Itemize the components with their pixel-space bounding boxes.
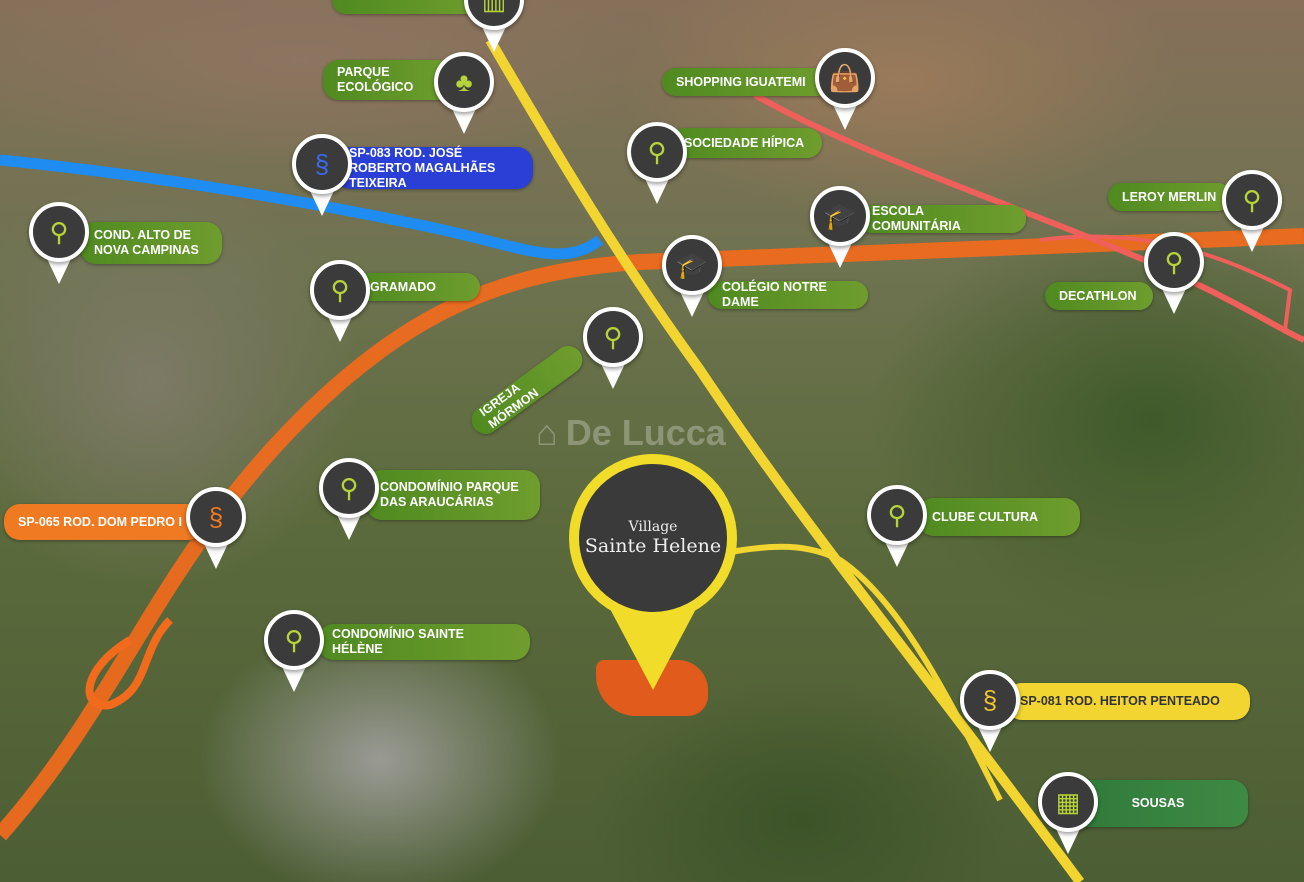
house-icon: ⌂ <box>536 412 558 453</box>
road-sp081 <box>485 37 1085 882</box>
label-decathlon[interactable]: DECATHLON <box>1045 282 1153 310</box>
watermark: ⌂De Lucca <box>536 412 726 454</box>
label-sp081[interactable]: SP-081 ROD. HEITOR PENTEADO <box>1006 683 1250 720</box>
location-icon: ⚲ <box>603 321 623 352</box>
label-cond-alto-nova-campinas[interactable]: COND. ALTO DE NOVA CAMPINAS <box>80 222 222 264</box>
label-sousas[interactable]: SOUSAS <box>1068 780 1248 827</box>
label-parque-ecologico[interactable]: PARQUE ECOLÓGICO <box>323 60 453 100</box>
label-condominio-sainte-helene[interactable]: CONDOMÍNIO SAINTE HÉLÈNE <box>318 624 530 660</box>
location-icon: ⚲ <box>1242 184 1262 215</box>
label-sociedade-hipica[interactable]: SOCIEDADE HÍPICA <box>670 128 822 158</box>
label-sp083[interactable]: SP-083 ROD. JOSÉ ROBERTO MAGALHÃES TEIXE… <box>335 146 533 190</box>
location-icon: ⚲ <box>1164 246 1184 277</box>
tree-icon: ♣ <box>455 66 473 97</box>
label-condominio-araucarias[interactable]: CONDOMÍNIO PARQUE DAS ARAUCÁRIAS <box>366 470 540 520</box>
road-icon: § <box>314 148 330 179</box>
location-icon: ⚲ <box>887 499 907 530</box>
label-gramado[interactable]: GRAMADO <box>356 273 480 301</box>
label-colegio-notre-dame[interactable]: COLÉGIO NOTRE DAME <box>708 280 868 309</box>
location-icon: ⚲ <box>330 274 350 305</box>
location-icon: ⚲ <box>49 216 69 247</box>
road-sp065 <box>0 228 1304 841</box>
label-sp065[interactable]: SP-065 ROD. DOM PEDRO I <box>4 504 204 540</box>
road-sp065-ramp <box>85 617 173 710</box>
road-icon: § <box>982 684 998 715</box>
road-pink <box>753 92 1304 343</box>
watermark-brand: De Lucca <box>565 412 726 453</box>
label-top[interactable] <box>332 0 482 14</box>
buildings-icon: ▦ <box>1055 786 1081 817</box>
location-icon: ⚲ <box>339 472 359 503</box>
location-icon: ⚲ <box>284 624 304 655</box>
project-name-line2: Sainte Helene <box>584 535 722 557</box>
project-name-line1: Village <box>628 519 678 535</box>
project-pin[interactable]: Village Sainte Helene <box>569 454 737 622</box>
building-icon: ▥ <box>464 0 524 30</box>
shopping-bag-icon: 👜 <box>828 62 862 93</box>
road-sp083 <box>0 154 604 260</box>
road-sp081-b <box>689 543 1003 802</box>
label-clube-cultura[interactable]: CLUBE CULTURA <box>918 498 1080 536</box>
label-shopping-iguatemi[interactable]: SHOPPING IGUATEMI <box>662 68 832 96</box>
label-escola-comunitaria[interactable]: ESCOLA COMUNITÁRIA <box>858 204 1026 233</box>
graduation-cap-icon: 🎓 <box>823 200 857 231</box>
label-leroy-merlin[interactable]: LEROY MERLIN <box>1108 183 1232 211</box>
graduation-cap-icon: 🎓 <box>675 249 709 280</box>
location-icon: ⚲ <box>647 136 667 167</box>
road-icon: § <box>208 501 224 532</box>
